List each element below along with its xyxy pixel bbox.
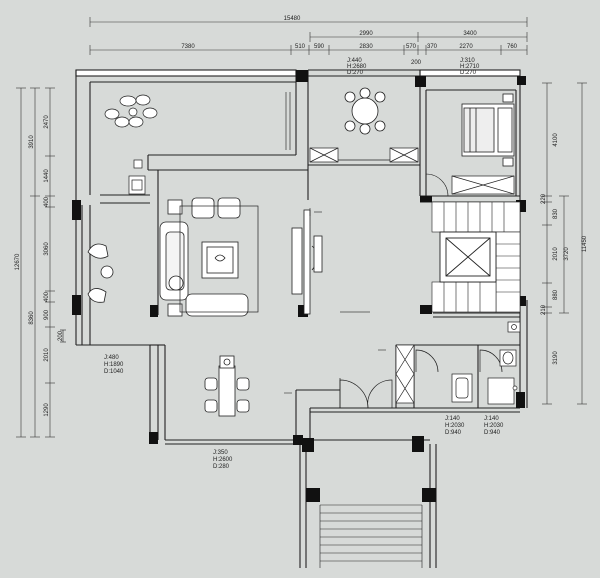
- window-tag-3-d: D:1040: [104, 369, 124, 375]
- window-tag-4-j: J:350: [213, 450, 228, 456]
- window-tag-1-d: D:270: [347, 70, 364, 76]
- window-tag-5: J:140 H:2030 D:940: [445, 416, 465, 436]
- window-tag-6: J:140 H:2030 D:940: [484, 416, 504, 436]
- window-tag-5-d: D:940: [445, 430, 462, 436]
- dim-left-inner-5: 400: [44, 291, 50, 302]
- columns: [72, 70, 526, 502]
- balcony-window-icon: [60, 329, 66, 343]
- top-dimensions: [89, 17, 528, 55]
- dim-top-row3-4: 2830: [359, 44, 373, 50]
- dim-left-mid-1: 3910: [29, 135, 35, 149]
- shoe-cabinet-icon: [395, 344, 415, 404]
- dim-right-inner-5: 880: [553, 289, 559, 300]
- window-tag-3-j: J:480: [104, 355, 119, 361]
- window-tag-2-j: J:310: [460, 58, 475, 64]
- dim-right-inner-1: 4100: [553, 133, 559, 147]
- window-tag-6-d: D:940: [484, 430, 501, 436]
- dim-overall-width: 15480: [284, 16, 301, 22]
- window-tag-3-h: H:1890: [104, 362, 124, 368]
- tv-console-icon: [291, 209, 323, 315]
- dim-left-inner-3: 400: [44, 196, 50, 207]
- coffee-table-icon: [201, 241, 239, 279]
- left-dimensions: [16, 87, 55, 438]
- dim-left-mid-2: 8360: [29, 311, 35, 325]
- bedroom-door-icon: [425, 173, 449, 197]
- window-tag-5-h: H:2030: [445, 423, 465, 429]
- wardrobe-icon: [451, 175, 515, 195]
- dim-left-inner-7: 2010: [44, 348, 50, 362]
- floor-marks: [284, 311, 386, 394]
- dim-right-inner-6: 210: [541, 304, 547, 315]
- window-tag-4-h: H:2600: [213, 457, 233, 463]
- dim-top-right-1: 2990: [359, 31, 373, 37]
- dim-top-row3-7: 2270: [459, 44, 473, 50]
- dim-left-small: 200: [58, 330, 64, 341]
- bed-icon: [461, 93, 515, 167]
- dim-left-inner-1: 2470: [44, 115, 50, 129]
- bathroom-fixtures: [415, 321, 521, 405]
- window-tag-4-d: D:280: [213, 464, 230, 470]
- main-entrance-door-icon: [339, 378, 393, 409]
- window-tag-1-h: H:2680: [347, 64, 367, 70]
- window-tag-5-j: J:140: [445, 416, 460, 422]
- rug: [179, 205, 259, 313]
- cabinet-icon: [309, 147, 419, 163]
- window-tag-3: J:480 H:1890 D:1040: [104, 355, 124, 375]
- window-tag-1-j: J:440: [347, 58, 362, 64]
- window-tag-6-h: H:2030: [484, 423, 504, 429]
- dim-right-inner-2: 220: [541, 193, 547, 204]
- terrace-railing: [285, 92, 291, 150]
- dim-top-row3-3: 590: [314, 44, 325, 50]
- dim-top-row3-1: 7380: [181, 44, 195, 50]
- window-tag-4: J:350 H:2600 D:280: [213, 450, 233, 470]
- dim-right-inner-4: 2010: [553, 247, 559, 261]
- dim-right-inner-3: 830: [553, 208, 559, 219]
- lounge-chair-icon: [87, 243, 114, 303]
- dim-top-row3-2: 510: [295, 44, 306, 50]
- round-table-icon: [344, 87, 386, 135]
- dim-top-right-2: 3400: [463, 31, 477, 37]
- dim-top-row3-5: 570: [406, 44, 417, 50]
- terrace-decor-icon: [104, 94, 158, 128]
- dim-top-row3-6: 370: [427, 44, 438, 50]
- dim-right-inner-7: 3190: [553, 351, 559, 365]
- dim-right-overall: 11450: [582, 235, 588, 252]
- right-dimensions: [542, 82, 587, 405]
- dim-top-row3-8: 760: [507, 44, 518, 50]
- dim-left-inner-8: 1290: [44, 403, 50, 417]
- dim-right-mid: 3720: [564, 247, 570, 261]
- elevator-icon: [439, 231, 497, 283]
- window-tag-2-d: D:270: [460, 70, 477, 76]
- dim-left-inner-4: 3060: [44, 242, 50, 256]
- window-tag-6-j: J:140: [484, 416, 499, 422]
- entry-steps: [319, 504, 423, 568]
- cabinet-marker-icon: [309, 208, 322, 216]
- window-tag-2: J:310 H:2710 D:270: [460, 58, 480, 76]
- dining-table-icon: [204, 355, 250, 417]
- dim-left-inner-2: 1440: [44, 169, 50, 183]
- dim-left-overall: 12670: [15, 253, 21, 270]
- window-tag-2-h: H:2710: [460, 64, 480, 70]
- dim-left-inner-6: 900: [44, 309, 50, 320]
- sofa-icon: [159, 197, 249, 317]
- appliance-icon: [128, 159, 146, 195]
- dim-top-extra: 200: [411, 60, 422, 66]
- staircase: [431, 201, 521, 313]
- window-tag-1: J:440 H:2680 D:270: [347, 58, 367, 76]
- walls: [75, 69, 528, 568]
